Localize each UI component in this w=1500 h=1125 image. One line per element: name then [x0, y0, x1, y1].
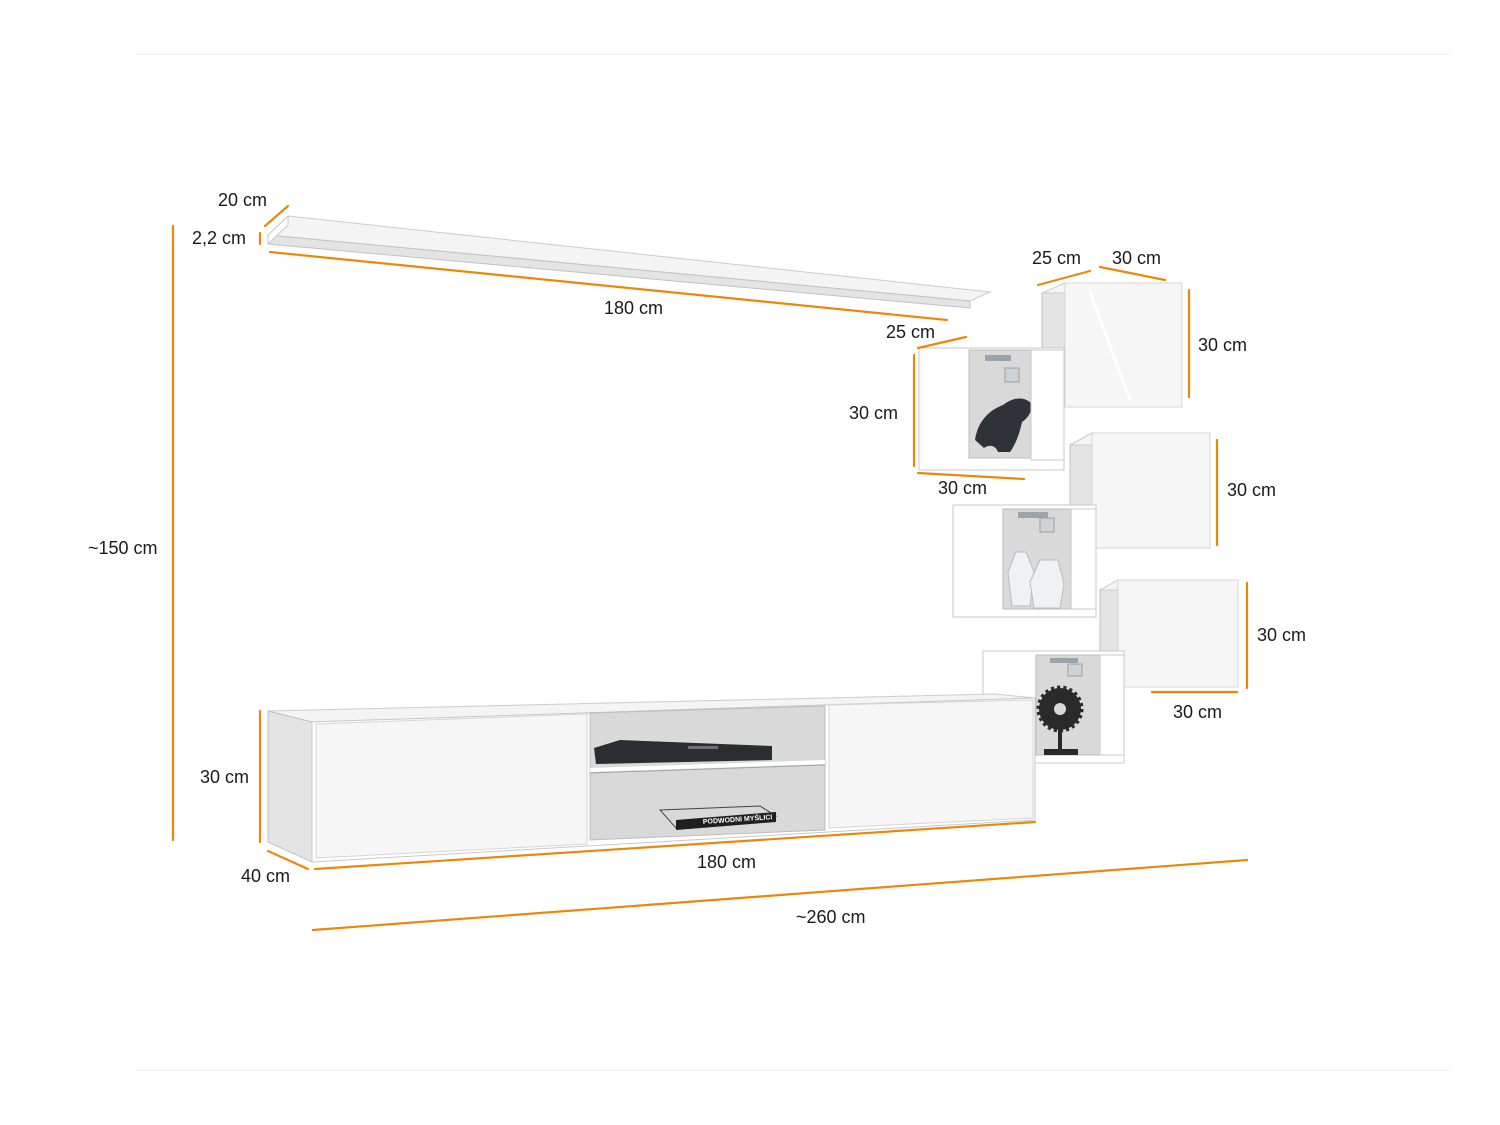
dim-line-tv-unit-length: [313, 820, 1037, 871]
label-cube-a-depth: 25 cm: [1032, 248, 1081, 268]
label-cube-d-width: 30 cm: [1173, 702, 1222, 722]
label-cube-d-height: 30 cm: [1257, 625, 1306, 645]
tv-unit-right-door: [828, 699, 1034, 829]
wall-shelf: [266, 214, 992, 309]
dim-line-cube-a-depth: [1036, 269, 1092, 287]
cube-d-vase-left: [1007, 551, 1035, 607]
label-cube-b-width: 30 cm: [938, 478, 987, 498]
dimension-labels: 20 cm 2,2 cm 180 cm ~150 cm 25 cm 30 cm …: [88, 190, 1306, 927]
cube-b-figurine: [975, 398, 1032, 452]
label-tv-unit-length: 180 cm: [697, 852, 756, 872]
label-shelf-thickness: 2,2 cm: [192, 228, 246, 248]
dim-line-tv-unit-depth: [266, 849, 310, 871]
dim-line-shelf-length: [268, 250, 949, 322]
cube-b: [918, 347, 1065, 471]
label-tv-unit-depth: 40 cm: [241, 866, 290, 886]
label-total-width: ~260 cm: [796, 907, 866, 927]
label-shelf-length: 180 cm: [604, 298, 663, 318]
label-tv-unit-height: 30 cm: [200, 767, 249, 787]
cube-a: [1041, 282, 1183, 408]
label-cube-b-depth: 25 cm: [886, 322, 935, 342]
cube-e: [1098, 579, 1240, 688]
dim-line-total-width: [311, 858, 1249, 932]
dim-line-cube-b-width: [916, 471, 1026, 481]
dim-line-cube-b-depth: [916, 335, 968, 350]
cube-b-led-light: [985, 355, 1011, 361]
label-cube-b-height: 30 cm: [849, 403, 898, 423]
tv-unit-open-compartment: [589, 705, 826, 841]
label-cube-c-height: 30 cm: [1227, 480, 1276, 500]
cube-d: [952, 504, 1097, 618]
dim-line-shelf-depth: [263, 204, 290, 228]
dim-line-cube-a-width: [1098, 265, 1167, 282]
cube-d-vase-right: [1029, 559, 1065, 609]
dimension-lines: [171, 204, 1249, 932]
cube-f: [982, 650, 1125, 764]
label-cube-a-height: 30 cm: [1198, 335, 1247, 355]
label-shelf-depth: 20 cm: [218, 190, 267, 210]
label-total-height: ~150 cm: [88, 538, 158, 558]
tv-unit-dvd-player: [594, 740, 772, 764]
label-cube-a-width: 30 cm: [1112, 248, 1161, 268]
tv-unit-left-door: [315, 713, 588, 859]
tv-unit: PODWODNI MYŚLICI: [267, 693, 1036, 863]
